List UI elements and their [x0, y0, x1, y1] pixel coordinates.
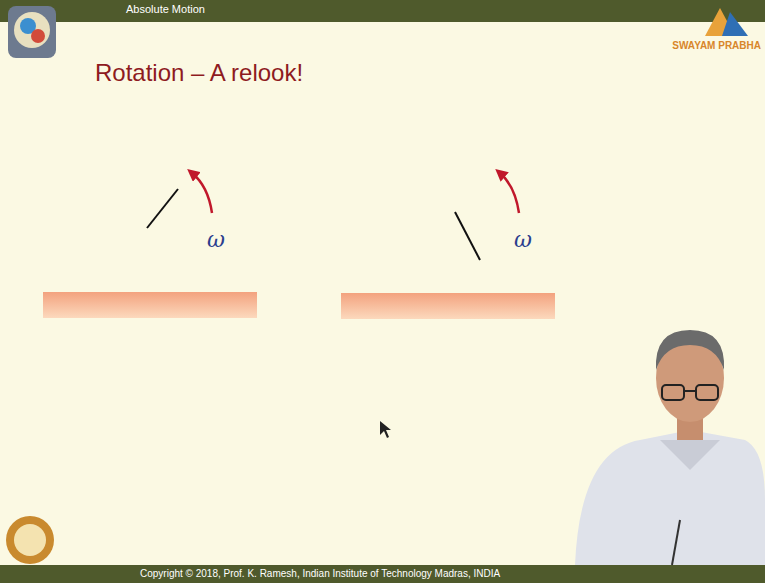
rotating-link [147, 189, 178, 228]
ground-bar [43, 292, 257, 318]
header-bar [0, 0, 765, 22]
footer-bar [0, 565, 765, 583]
rotation-arrow [192, 173, 212, 213]
presenter [575, 330, 765, 565]
bottom-logo [6, 516, 54, 564]
rotating-link [455, 212, 480, 260]
institute-logo [8, 6, 56, 58]
copyright-note: Copyright © 2018, Prof. K. Ramesh, India… [140, 568, 500, 579]
logo-text: SWAYAM PRABHA [672, 40, 761, 51]
angular-velocity-symbol: ω [514, 228, 532, 252]
mouse-cursor [380, 421, 391, 438]
slide-title: Rotation – A relook! [95, 60, 303, 86]
ground-bar [341, 293, 555, 319]
rotation-arrow [500, 173, 519, 213]
section-header: Absolute Motion [126, 3, 205, 15]
angular-velocity-symbol: ω [207, 228, 225, 252]
swayam-logo [705, 8, 748, 36]
